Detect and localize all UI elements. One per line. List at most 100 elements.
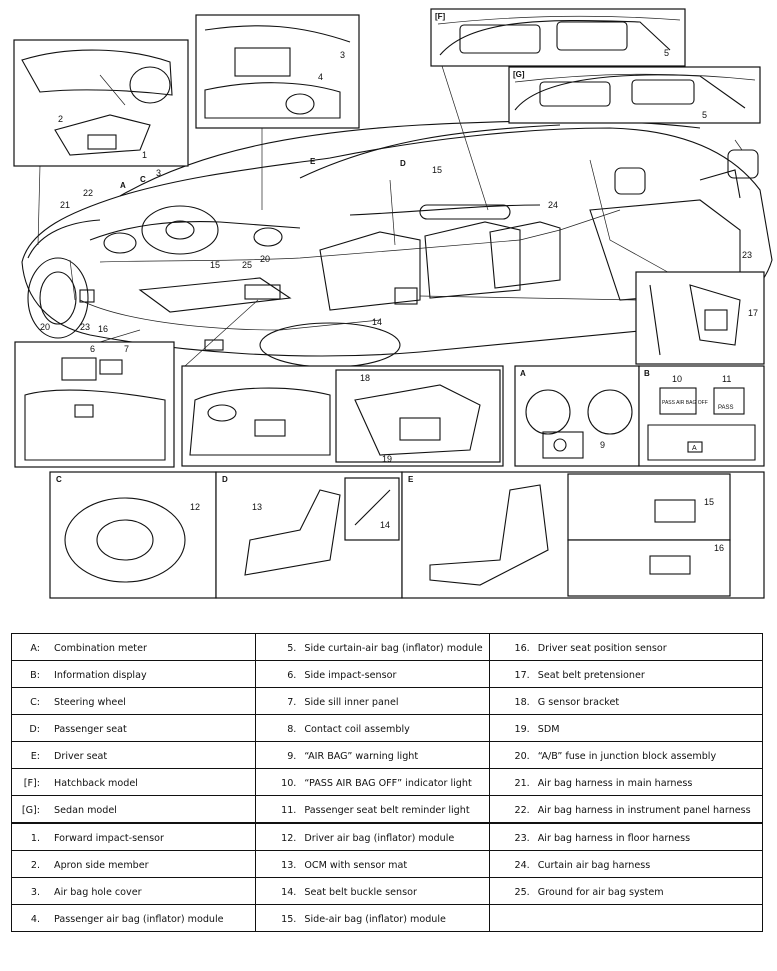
callout-16: 16: [98, 324, 108, 334]
legend-cell: [488, 904, 764, 932]
legend-description: Side sill inner panel: [304, 697, 399, 708]
callout-7: 7: [124, 344, 129, 354]
legend-description: Air bag harness in floor harness: [537, 833, 691, 844]
label-D-inset: D: [222, 475, 228, 484]
inset-seat-belt-pretensioner: [635, 271, 765, 365]
legend-cell: 22.Air bag harness in instrument panel h…: [488, 795, 764, 824]
label-C-inset: C: [56, 475, 62, 484]
legend-cell: 15.Side-air bag (inflator) module: [255, 904, 490, 932]
callout-20b: 20: [40, 322, 50, 332]
legend-key: C:: [30, 697, 40, 708]
legend-cell: 8. Contact coil assembly: [255, 714, 490, 742]
legend-key: 10.: [281, 778, 297, 789]
legend-cell: A:Combination meter: [10, 633, 257, 661]
legend-cell: 9.“AIR BAG” warning light: [255, 741, 490, 769]
legend-description: SDM: [537, 724, 560, 735]
legend-cell: 1.Forward impact-sensor: [10, 822, 257, 851]
label-B-inset: B: [644, 369, 650, 378]
legend-key: 21.: [514, 778, 530, 789]
callout-3: 3: [340, 50, 345, 60]
callout-3b: 3: [156, 168, 161, 178]
legend-cell: C: Steering wheel: [10, 687, 257, 715]
legend-description: Seat belt buckle sensor: [304, 887, 417, 898]
pass-airbag-off-text: PASS AIR BAG OFF: [662, 400, 708, 406]
inset-driver-seat: [401, 471, 765, 599]
legend-description: Steering wheel: [54, 697, 126, 708]
legend-key: 5.: [287, 643, 297, 654]
legend-key: 8.: [287, 724, 297, 735]
callout-5: 5: [664, 48, 669, 58]
legend-cell: 14. Seat belt buckle sensor: [255, 877, 490, 905]
callout-14: 14: [372, 317, 382, 327]
legend-key: 25.: [514, 887, 530, 898]
legend-key: 16.: [514, 643, 530, 654]
legend-cell: 6.Side impact-sensor: [255, 660, 490, 688]
legend-key: 4.: [30, 914, 40, 925]
legend-description: Air bag hole cover: [54, 887, 142, 898]
legend-description: Information display: [54, 670, 147, 681]
legend-description: Ground for air bag system: [537, 887, 664, 898]
legend-key: 18.: [514, 697, 530, 708]
legend-key: 12.: [281, 833, 297, 844]
legend-description: G sensor bracket: [537, 697, 620, 708]
legend-cell: [G]:Sedan model: [10, 795, 257, 824]
inset-side-impact-sensor: [14, 341, 175, 468]
legend-cell: 19.SDM: [488, 714, 764, 742]
label-A: A: [120, 181, 126, 190]
legend-key: 20.: [514, 751, 530, 762]
callout-23b: 23: [742, 250, 752, 260]
legend-cell: 24. Curtain air bag harness: [488, 850, 764, 878]
legend-description: Sedan model: [54, 805, 117, 816]
callout-15: 15: [210, 260, 220, 270]
label-G: [G]: [513, 70, 525, 79]
legend-description: Contact coil assembly: [304, 724, 410, 735]
legend-key: 14.: [281, 887, 297, 898]
legend-description: Passenger seat: [54, 724, 127, 735]
legend-key: 23.: [514, 833, 530, 844]
legend-cell: 13.OCM with sensor mat: [255, 850, 490, 878]
callout-24: 24: [548, 200, 558, 210]
callout-labels: 1 2 3 4 3 5 5 6 7 9 10 11 12 13 14 14 15…: [40, 12, 758, 553]
legend-cell: 25. Ground for air bag system: [488, 877, 764, 905]
legend-key: D:: [29, 724, 40, 735]
legend-description: Driver seat position sensor: [537, 643, 667, 654]
legend-row: C: Steering wheel 7. Side sill inner panel 1…: [10, 687, 764, 715]
legend-cell: 20. “A/B” fuse in junction block assembly: [488, 741, 764, 769]
callout-10: 10: [672, 374, 682, 384]
legend-key: A:: [30, 643, 40, 654]
legend-description: Side impact-sensor: [304, 670, 397, 681]
label-E-inset: E: [408, 475, 414, 484]
airbag-component-location-diagram: 1 2 3 4 3 5 5 6 7 9 10 11 12 13 14 14 15…: [13, 8, 773, 599]
legend-description: “PASS AIR BAG OFF” indicator light: [304, 778, 472, 789]
legend-cell: 23. Air bag harness in floor harness: [488, 822, 764, 851]
callout-21: 21: [60, 200, 70, 210]
callout-17: 17: [748, 308, 758, 318]
callout-22: 22: [83, 188, 93, 198]
legend-description: Air bag harness in instrument panel harn…: [537, 805, 751, 816]
legend-cell: 17.Seat belt pretensioner: [488, 660, 764, 688]
pass-text: PASS: [718, 405, 734, 411]
inset-information-display: [638, 365, 765, 467]
legend-description: Apron side member: [54, 860, 149, 871]
legend-cell: B:Information display: [10, 660, 257, 688]
inset-passenger-seat: [215, 471, 403, 599]
callout-1: 1: [142, 150, 147, 160]
legend-cell: 10. “PASS AIR BAG OFF” indicator light: [255, 768, 490, 796]
legend-description: Curtain air bag harness: [537, 860, 651, 871]
legend-cell: 4.Passenger air bag (inflator) module: [10, 904, 257, 932]
label-E: E: [310, 157, 316, 166]
callout-18: 18: [360, 373, 370, 383]
callout-11: 11: [722, 374, 731, 384]
legend-key: 7.: [287, 697, 297, 708]
legend-key: 17.: [514, 670, 530, 681]
legend-key: 24.: [514, 860, 530, 871]
legend-description: Forward impact-sensor: [54, 833, 164, 844]
legend-description: Driver seat: [54, 751, 108, 762]
legend-description: “A/B” fuse in junction block assembly: [537, 751, 717, 762]
legend-cell: 2.Apron side member: [10, 850, 257, 878]
